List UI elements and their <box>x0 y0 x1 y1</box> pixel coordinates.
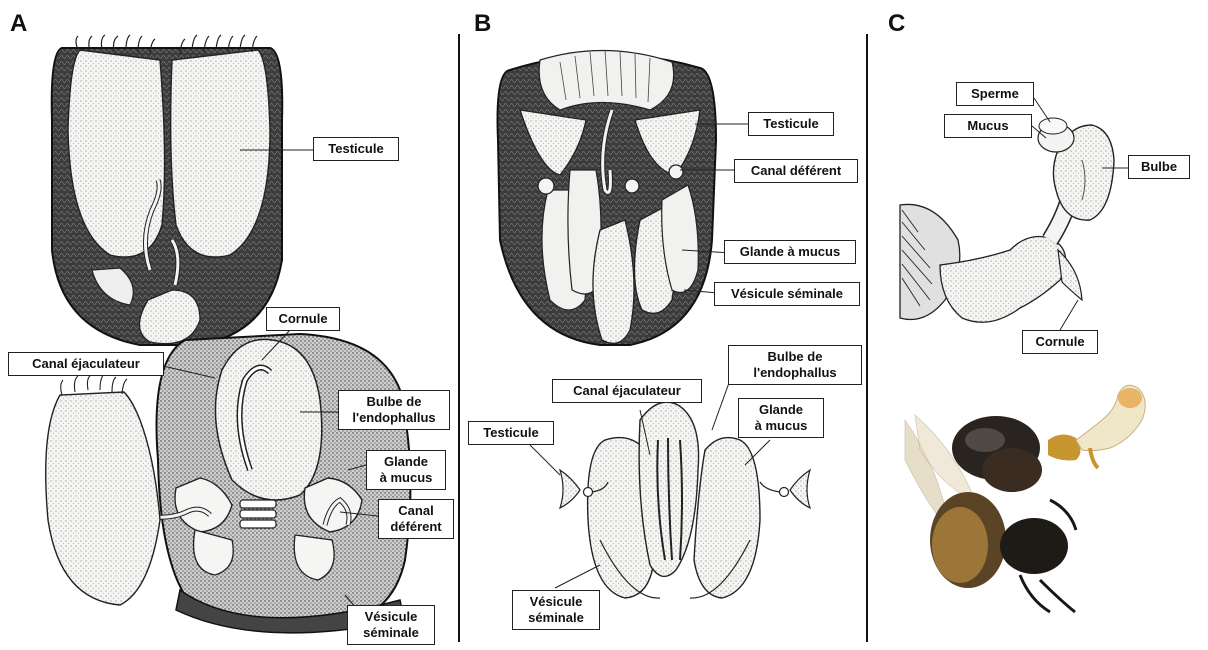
label-c-cornule: Cornule <box>1022 330 1098 354</box>
label-b-glande-mucus: Glande à mucus <box>724 240 856 264</box>
label-b-glande-line2: à mucus <box>745 418 817 434</box>
label-a-bulbe: Bulbe de l'endophallus <box>338 390 450 430</box>
label-b-vesicule-line1: Vésicule <box>519 594 593 610</box>
label-a-canal-def-line1: Canal <box>385 503 447 519</box>
label-a-glande: Glande à mucus <box>366 450 446 490</box>
label-a-glande-line2: à mucus <box>373 470 439 486</box>
label-a-vesicule: Vésicule séminale <box>347 605 435 645</box>
label-b-testicule-top: Testicule <box>748 112 834 136</box>
panel-c-endophallus-drawing <box>900 118 1114 322</box>
label-a-bulbe-line1: Bulbe de <box>345 394 443 410</box>
label-a-canal-deferent: Canal déférent <box>378 499 454 539</box>
label-a-cornule: Cornule <box>266 307 340 331</box>
label-b-testicule-bottom: Testicule <box>468 421 554 445</box>
label-a-vesicule-line2: séminale <box>354 625 428 641</box>
label-b-vesicule-line2: séminale <box>519 610 593 626</box>
label-a-canal-def-line2: déférent <box>385 519 447 535</box>
label-b-glande-line1: Glande <box>745 402 817 418</box>
label-c-bulbe: Bulbe <box>1128 155 1190 179</box>
label-b-bulbe-line1: Bulbe de <box>735 349 855 365</box>
label-b-bulbe: Bulbe de l'endophallus <box>728 345 862 385</box>
label-b-canal-ejaculateur: Canal éjaculateur <box>552 379 702 403</box>
label-b-glande: Glande à mucus <box>738 398 824 438</box>
label-a-bulbe-line2: l'endophallus <box>345 410 443 426</box>
label-a-canal-ejaculateur: Canal éjaculateur <box>8 352 164 376</box>
bee-photo <box>905 385 1145 612</box>
label-c-mucus: Mucus <box>944 114 1032 138</box>
label-c-sperme: Sperme <box>956 82 1034 106</box>
label-a-vesicule-line1: Vésicule <box>354 609 428 625</box>
label-b-vesicule: Vésicule séminale <box>512 590 600 630</box>
label-b-bulbe-line2: l'endophallus <box>735 365 855 381</box>
label-a-testicule: Testicule <box>313 137 399 161</box>
panel-a-bottom-drawing <box>46 334 411 633</box>
label-b-vesicule-seminale: Vésicule séminale <box>714 282 860 306</box>
panel-b-top-drawing <box>498 50 717 345</box>
panel-a-top-drawing <box>52 35 283 345</box>
label-a-glande-line1: Glande <box>373 454 439 470</box>
label-b-canal-deferent: Canal déférent <box>734 159 858 183</box>
